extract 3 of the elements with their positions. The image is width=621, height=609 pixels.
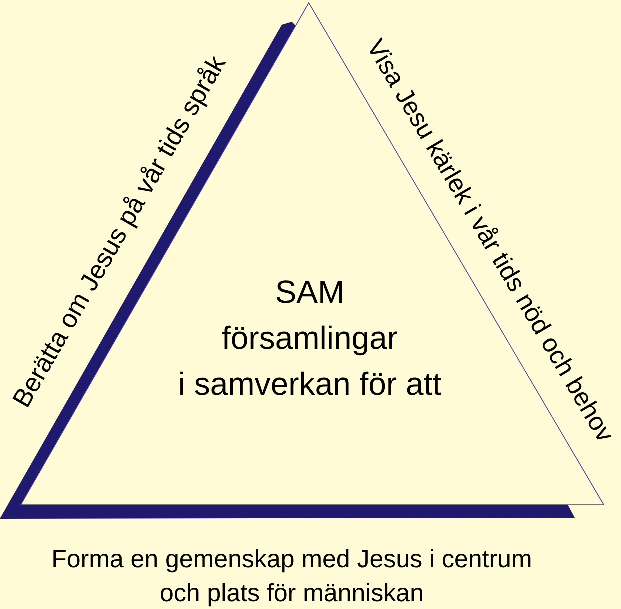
- side-label: Forma en gemenskap med Jesus i centrum och plats för människan: [54, 549, 531, 607]
- body-text: församlingar i samverkan för att: [180, 326, 442, 396]
- heading: SAM: [276, 280, 342, 304]
